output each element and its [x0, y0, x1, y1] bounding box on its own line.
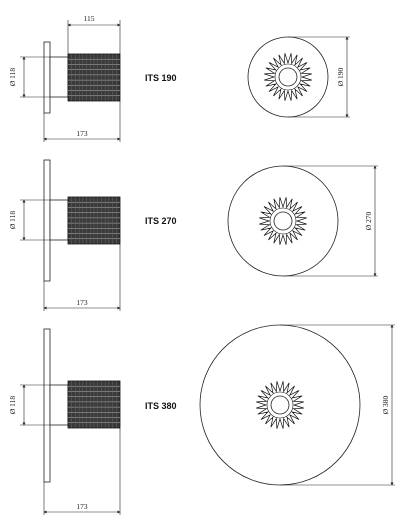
- its-190-body-diameter-dim: Ø 118: [8, 68, 17, 87]
- its-380-front-view: Ø 380: [199, 324, 395, 486]
- its-270-plate-diameter-dim: Ø 270: [364, 211, 373, 230]
- its-190-depth-dim: 115: [84, 14, 95, 23]
- its-380-model-label: ITS 380: [145, 401, 177, 411]
- its-380-side-view: Ø 118 173: [8, 328, 121, 515]
- its-190-side-view: 115 Ø 118 173: [8, 14, 121, 142]
- its-380-plate-diameter-dim: Ø 380: [381, 395, 390, 414]
- its-380-body-diameter-dim: Ø 118: [8, 396, 17, 415]
- its-190-overall-depth-dim: 173: [76, 129, 88, 138]
- its-190-model-label: ITS 190: [145, 73, 177, 83]
- its-270-front-view: Ø 270: [227, 165, 378, 277]
- its-270-body-diameter-dim: Ø 118: [8, 211, 17, 230]
- its-270-side-view: Ø 118 173: [8, 159, 121, 311]
- its-380-overall-depth-dim: 173: [76, 502, 88, 511]
- its-190-front-view: Ø 190: [247, 36, 350, 118]
- its-270-model-label: ITS 270: [145, 216, 177, 226]
- its-270-overall-depth-dim: 173: [76, 298, 88, 307]
- its-190-plate-diameter-dim: Ø 190: [336, 67, 345, 86]
